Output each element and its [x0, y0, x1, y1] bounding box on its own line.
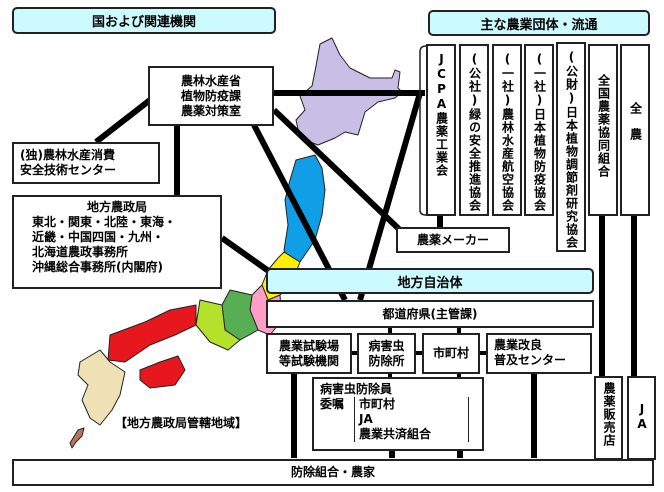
header-organizations: 主な農業団体・流通: [428, 10, 650, 36]
header-national: 国および関連機関: [12, 7, 276, 34]
org-zennoh: 全 農: [620, 44, 650, 216]
ja-box: JA: [627, 376, 656, 460]
regional-title: 地方農政局: [86, 200, 147, 214]
map-kyushu: [77, 349, 126, 426]
maff-division: 植物防疫課: [180, 88, 241, 103]
org-jppa: (一社)日本植物防疫協会: [524, 44, 554, 216]
org-jcpa: JCPA農薬工業会: [426, 44, 456, 216]
station-line2: 等試験機関: [278, 353, 339, 368]
org-japr: (公財)日本植物調節剤研究協会: [556, 42, 586, 252]
dealer-box: 農薬販売店: [594, 376, 623, 460]
pest-station-line1: 病害虫: [368, 338, 405, 353]
famic-line1: (独)農林水産消費: [20, 148, 115, 162]
pest-officer-box: 病害虫防除員 委嘱 市町村 JA 農業共済組合: [312, 377, 484, 451]
pest-station-line2: 防除所: [368, 353, 405, 368]
org-national-pesticide-coop: 全国農薬協同組合: [588, 44, 618, 216]
map-tokai: [195, 299, 241, 351]
extension-center-box: 農業改良普及センター: [486, 333, 592, 374]
regional-line1: 東北・関東・北陸・東海・: [32, 215, 177, 229]
ext-line1: 農業改良: [494, 338, 543, 352]
farmers-box: 防除組合・農家: [12, 459, 654, 486]
regional-line3: 北海道農政事務所: [32, 245, 129, 259]
famic-line2: 安全技術センター: [20, 163, 117, 177]
minor-connectors: [352, 327, 486, 377]
map-chugoku: [107, 304, 197, 363]
maff-name: 農林水産省: [180, 73, 241, 88]
regional-bureau-box: 地方農政局 東北・関東・北陸・東海・ 近畿・中国四国・九州・ 北海道農政事務所 …: [12, 195, 222, 289]
station-line1: 農業試験場: [278, 338, 339, 353]
header-local: 地方自治体: [266, 268, 594, 294]
ext-line2: 普及センター: [494, 353, 567, 367]
officer-item: 市町村: [359, 397, 396, 411]
officer-item: 農業共済組合: [359, 427, 432, 441]
regional-line2: 近畿・中国四国・九州・: [32, 230, 165, 244]
prefecture-box: 都道府県(主管課): [266, 300, 594, 328]
maff-office: 農薬対策室: [180, 103, 241, 118]
famic-box: (独)農林水産消費 安全技術センター: [12, 142, 160, 184]
map-shikoku: [139, 355, 186, 389]
pesticide-maker-box: 農薬メーカー: [396, 227, 510, 253]
org-midori: (公社)緑の安全推進協会: [459, 44, 489, 216]
maff-box: 農林水産省 植物防疫課 農薬対策室: [148, 66, 274, 126]
map-label: 【地方農政局管轄地域】: [115, 416, 248, 430]
pest-officer-title: 病害虫防除員: [320, 382, 393, 396]
experiment-station-box: 農業試験場等試験機関: [266, 333, 352, 374]
map-okinawa: [69, 427, 85, 449]
municipality-box: 市町村: [422, 333, 480, 374]
officer-item: JA: [359, 412, 373, 426]
org-bracket: [419, 45, 427, 216]
regional-line4: 沖縄総合事務所(内閣府): [32, 260, 163, 274]
pest-control-station-box: 病害虫防除所: [357, 333, 416, 374]
commission-label: 委嘱: [320, 397, 345, 411]
org-aviation: (一社)農林水産航空協会: [492, 44, 522, 216]
